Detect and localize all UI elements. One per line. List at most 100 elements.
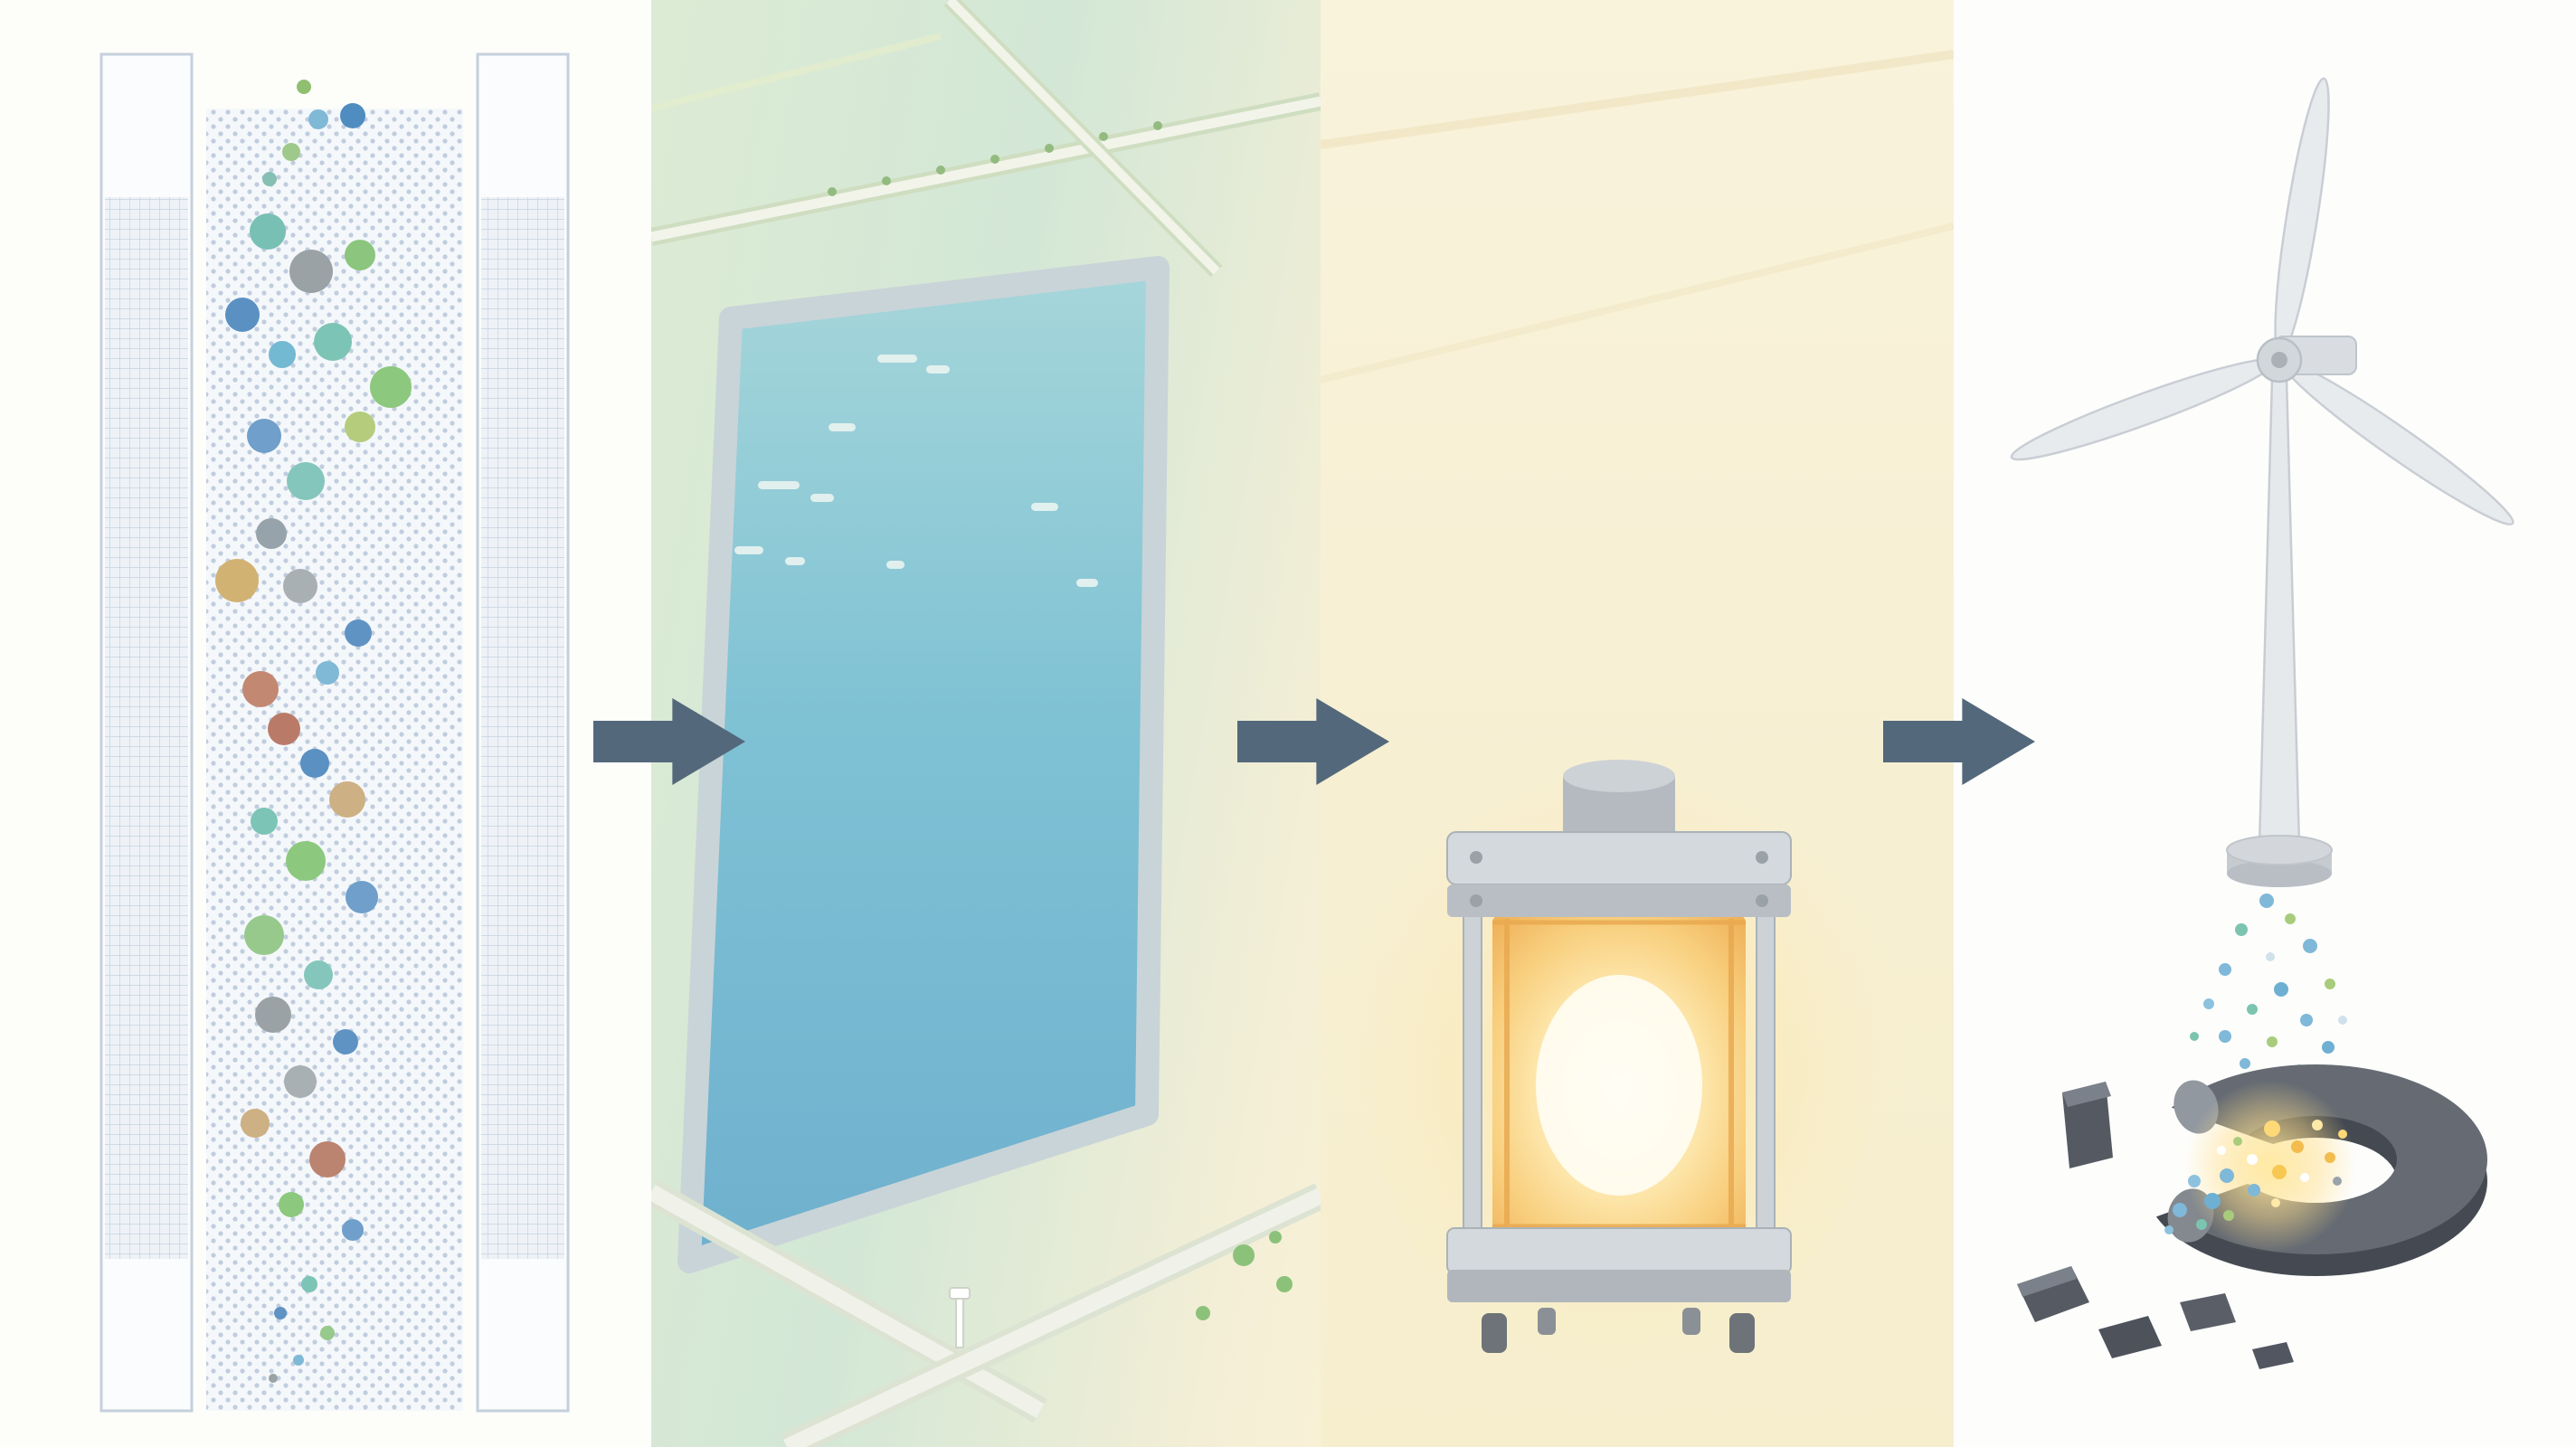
particle [2235,923,2248,936]
particle [2303,939,2317,953]
faint-field-lines [1321,50,1954,383]
particle [255,997,291,1033]
particle [2300,1014,2313,1026]
particle [2271,1198,2280,1207]
particle [2240,1058,2250,1069]
particle [2264,1121,2280,1137]
particle [342,1219,364,1241]
particle [279,1192,304,1217]
turbine-pedestal [2226,835,2333,887]
particle [320,1326,335,1340]
particle [2291,1140,2304,1153]
particle [2196,1219,2207,1230]
particle [2338,1130,2347,1139]
cell-front-posts [1463,914,1776,1251]
roadside-trees-top [828,121,1162,196]
particle [309,1141,346,1177]
stage-glowing-cell [1321,0,1954,1447]
particle [284,1065,317,1098]
particle [225,298,260,332]
particle [2223,1210,2234,1221]
particle [244,915,284,955]
stage-evaporation-pond [651,0,1321,1447]
particle [251,808,278,835]
turbine-graphic [2010,77,2514,1369]
particle [2188,1175,2201,1187]
particle [2203,998,2214,1009]
ring-sparkles [2164,1120,2347,1234]
column-particles [215,80,412,1383]
particle [2325,1152,2335,1163]
particle [215,559,259,602]
particle [301,1276,317,1292]
signpost [949,1287,971,1348]
particle [2164,1225,2174,1234]
particle [304,960,333,989]
particle [2173,1203,2187,1217]
recycled-ring [2060,1064,2487,1276]
particle [2274,982,2288,997]
particle [333,1029,358,1055]
particle [2248,1184,2260,1196]
particle [2220,1168,2234,1183]
particle [2247,1154,2258,1165]
particle [2219,963,2231,976]
cell-frame-accents [1492,919,1746,1230]
particle [2322,1041,2334,1054]
particle [2247,1004,2258,1015]
particle [282,143,300,161]
particle [345,240,375,270]
particle [286,841,326,881]
turbine-hub [2256,336,2303,383]
particle [262,172,277,186]
particle [308,109,328,129]
particle [250,213,286,250]
particle [370,366,412,408]
particle [274,1307,287,1319]
particle [2190,1032,2199,1041]
field-roads-bottom [651,1179,1321,1447]
ring-gold-glow [2184,1081,2356,1253]
cell-glass [1492,915,1746,1234]
cell-top-cap [1446,760,1792,917]
particle [2285,913,2296,924]
particle [269,341,296,368]
water-dashes [734,355,1098,587]
particle [2266,952,2275,961]
cell-graphic [1321,50,1954,1375]
ring-fragments [2017,1082,2294,1369]
column-inlet-gap [206,54,463,109]
particle [2300,1173,2309,1182]
column-left-rail [99,52,194,1413]
particle [2333,1177,2342,1186]
particle [2217,1146,2226,1155]
particle [329,781,365,818]
particle [314,323,352,361]
particle [2204,1193,2221,1209]
particle [293,1355,304,1366]
particle [345,411,375,442]
cell-base [1446,1227,1792,1353]
particle [2325,979,2335,989]
particle [346,881,378,913]
particle [340,103,365,128]
particle [297,80,311,94]
turbine-tower [2258,376,2301,847]
particle [300,749,329,778]
particle [269,1374,278,1383]
pond-water [677,256,1170,1273]
particle [2267,1036,2278,1047]
column-right-rail [476,52,570,1413]
particle [242,671,279,707]
particle [2338,1016,2347,1025]
turbine-blades [2010,77,2514,526]
particle [241,1109,270,1138]
particle [345,619,372,647]
particle [256,518,287,549]
cell-bolts-top [1470,851,1768,907]
particle [287,462,325,500]
field-roads-top [651,0,1321,278]
pond-graphic [651,0,1321,1447]
particle [316,661,339,685]
